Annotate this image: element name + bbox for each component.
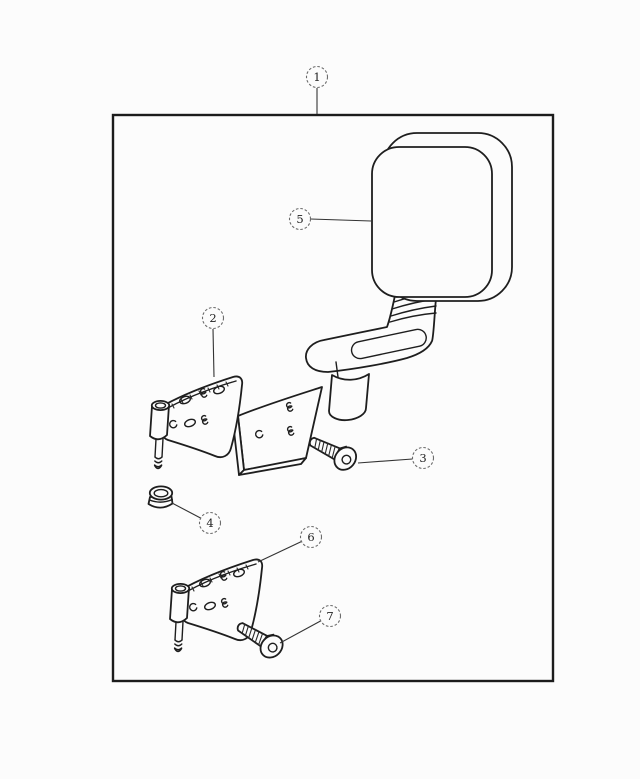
callout-1-circle (305, 65, 329, 89)
leader-line-4 (171, 502, 201, 519)
mirror-glass (371, 146, 493, 298)
callout-1-number: 1 (313, 70, 320, 84)
upper-mounting-screw (302, 427, 364, 478)
callout-3-number: 3 (419, 451, 426, 465)
callout-2: 2 (201, 306, 225, 330)
callout-2-circle (201, 306, 225, 330)
callout-4: 4 (198, 511, 222, 535)
arm-crease (335, 361, 339, 378)
arm-slot (350, 328, 427, 360)
mirror-arm (305, 290, 438, 373)
leader-line-3 (357, 458, 413, 464)
leader-lines (171, 88, 413, 644)
callout-7: 7 (318, 604, 342, 628)
arm-mounting-plate (232, 386, 323, 476)
leader-line-7 (279, 620, 321, 644)
pivot-flange-nut (147, 485, 174, 509)
callout-6: 6 (299, 525, 323, 549)
callout-7-circle (318, 604, 342, 628)
plate-bottom-face (238, 457, 307, 476)
callouts: 1 2 3 4 5 6 7 (198, 65, 435, 628)
mirror-head-assembly (232, 132, 513, 476)
arm-pivot-base (328, 373, 370, 422)
callout-3-circle (411, 446, 435, 470)
callout-6-circle (299, 525, 323, 549)
leader-line-2 (212, 328, 215, 378)
callout-5-number: 5 (296, 212, 303, 226)
kit-boundary-box (111, 113, 555, 683)
callout-1: 1 (305, 65, 329, 89)
leader-line-5 (310, 218, 372, 222)
callout-2-number: 2 (209, 311, 216, 325)
callout-5: 5 (288, 207, 312, 231)
callout-6-number: 6 (307, 530, 314, 544)
callout-7-number: 7 (326, 609, 333, 623)
callout-5-circle (288, 207, 312, 231)
callout-4-circle (198, 511, 222, 535)
upper-hinge-bracket (150, 376, 242, 468)
callout-4-number: 4 (206, 516, 213, 530)
leader-line-6 (257, 541, 302, 563)
callout-3: 3 (411, 446, 435, 470)
